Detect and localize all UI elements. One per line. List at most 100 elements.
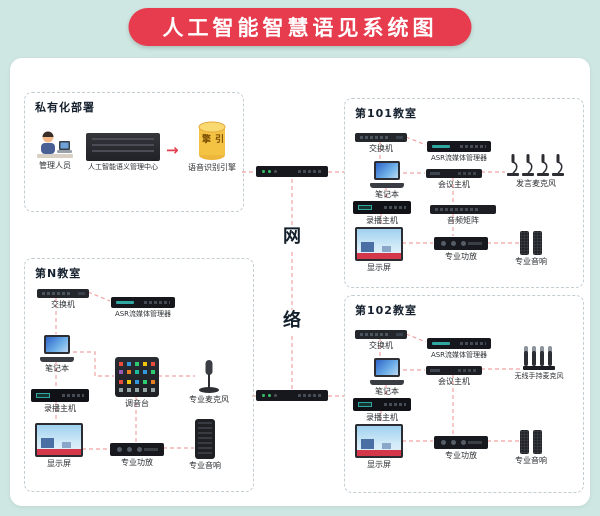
recorder-host-icon xyxy=(31,389,89,402)
room102-switch-label: 交换机 xyxy=(369,341,393,350)
desk-mic-icon xyxy=(199,360,219,393)
recorder-host-icon xyxy=(353,201,411,214)
handheld-mics-icon xyxy=(523,346,555,370)
asr-streamer-icon xyxy=(427,141,491,152)
display-screen-icon xyxy=(35,423,83,457)
roomN-amplifier: 专业功放 xyxy=(107,443,167,467)
audio-matrix-icon xyxy=(430,205,496,214)
room102-recorder: 录播主机 xyxy=(349,398,415,422)
ai-semantic-server: 人工智能语义管理中心 xyxy=(81,133,165,171)
room101-asr: ASR流媒体管理器 xyxy=(421,141,497,162)
speech-engine: 引擎 语音识别引擎 xyxy=(187,121,237,172)
switch-icon xyxy=(355,133,407,142)
speaker-pair-icon xyxy=(520,231,542,255)
admin-person-icon xyxy=(37,131,73,158)
roomN-pro-mic: 专业麦克风 xyxy=(183,359,235,404)
room102-amplifier-label: 专业功放 xyxy=(445,451,477,460)
admin-person: 管理人员 xyxy=(31,129,79,170)
speaker-pair-icon xyxy=(520,430,542,454)
switch-icon xyxy=(355,330,407,339)
roomN-display: 显示屏 xyxy=(33,423,85,468)
asr-streamer-icon xyxy=(111,297,175,308)
engine-badge: 引擎 xyxy=(200,134,223,144)
amplifier-icon xyxy=(434,436,488,449)
network-char-bottom: 络 xyxy=(283,310,301,331)
room101-recorder: 录播主机 xyxy=(349,201,415,225)
network-device-bottom xyxy=(256,390,328,401)
room102-recorder-label: 录播主机 xyxy=(366,413,398,422)
roomN-title: 第N教室 xyxy=(35,267,82,280)
arrow-right-icon: → xyxy=(166,141,179,159)
roomN-box: 第N教室 交换机 ASR流媒体管理器 笔记本 调音台 专业麦克风 xyxy=(24,258,254,492)
room102-wireless-mics-label: 无线手持麦克风 xyxy=(514,372,564,380)
roomN-asr: ASR流媒体管理器 xyxy=(105,297,181,318)
roomN-speaker: 专业音响 xyxy=(183,419,227,470)
room101-asr-label: ASR流媒体管理器 xyxy=(430,154,488,162)
room102-speaker: 专业音响 xyxy=(513,430,549,465)
admin-person-label: 管理人员 xyxy=(39,161,71,170)
network-device-top xyxy=(256,166,328,177)
gooseneck-mics-icon xyxy=(507,154,564,176)
roomN-laptop: 笔记本 xyxy=(33,335,81,373)
roomN-speaker-label: 专业音响 xyxy=(189,461,221,470)
room101-switch: 交换机 xyxy=(353,133,409,153)
room101-amplifier-label: 专业功放 xyxy=(445,252,477,261)
room102-amplifier: 专业功放 xyxy=(431,436,491,460)
engine-cylinder-icon: 引擎 xyxy=(198,121,226,161)
roomN-switch: 交换机 xyxy=(35,289,91,309)
router-top-icon xyxy=(256,166,328,177)
private-deployment-box: 私有化部署 管理人员 人工智能语义管理中心 → xyxy=(24,92,244,212)
room101-display-label: 显示屏 xyxy=(367,263,391,272)
room101-display: 显示屏 xyxy=(353,227,405,272)
switch-icon xyxy=(37,289,89,298)
room102-conference-host-label: 会议主机 xyxy=(438,377,470,386)
roomN-switch-label: 交换机 xyxy=(51,300,75,309)
main-panel xyxy=(10,58,590,506)
room101-speaker: 专业音响 xyxy=(513,231,549,266)
laptop-icon xyxy=(40,335,74,362)
roomN-amplifier-label: 专业功放 xyxy=(121,458,153,467)
room101-audio-matrix: 音频矩阵 xyxy=(427,205,499,225)
conference-host-icon xyxy=(426,366,482,375)
room101-conference-host-label: 会议主机 xyxy=(438,180,470,189)
server-rack-icon xyxy=(86,133,160,161)
room101-laptop-label: 笔记本 xyxy=(375,190,399,199)
page-title: 人工智能智慧语见系统图 xyxy=(162,16,438,40)
roomN-pro-mic-label: 专业麦克风 xyxy=(189,395,229,404)
room101-conference-host: 会议主机 xyxy=(423,169,485,189)
router-bottom-icon xyxy=(256,390,328,401)
amplifier-icon xyxy=(434,237,488,250)
room101-speech-mics: 发言麦克风 xyxy=(500,151,572,188)
room102-asr-label: ASR流媒体管理器 xyxy=(430,351,488,359)
speech-engine-label: 语音识别引擎 xyxy=(188,163,236,172)
room101-title: 第101教室 xyxy=(355,107,417,120)
room102-title: 第102教室 xyxy=(355,304,417,317)
room101-switch-label: 交换机 xyxy=(369,144,393,153)
room101-recorder-label: 录播主机 xyxy=(366,216,398,225)
room101-audio-matrix-label: 音频矩阵 xyxy=(447,216,479,225)
line-array-speaker-icon xyxy=(195,419,215,459)
room101-box: 第101教室 交换机 ASR流媒体管理器 笔记本 会议主机 xyxy=(344,98,584,288)
room101-laptop: 笔记本 xyxy=(363,161,411,199)
room102-wireless-mics: 无线手持麦克风 xyxy=(503,346,575,380)
room102-laptop-label: 笔记本 xyxy=(375,387,399,396)
room102-display: 显示屏 xyxy=(353,424,405,469)
private-deployment-title: 私有化部署 xyxy=(35,101,95,114)
conference-host-icon xyxy=(426,169,482,178)
roomN-display-label: 显示屏 xyxy=(47,459,71,468)
room102-asr: ASR流媒体管理器 xyxy=(421,338,497,359)
room102-laptop: 笔记本 xyxy=(363,358,411,396)
display-screen-icon xyxy=(355,424,403,458)
laptop-icon xyxy=(370,358,404,385)
roomN-asr-label: ASR流媒体管理器 xyxy=(114,310,172,318)
recorder-host-icon xyxy=(353,398,411,411)
roomN-mixer-label: 调音台 xyxy=(125,399,149,408)
room102-speaker-label: 专业音响 xyxy=(515,456,547,465)
asr-streamer-icon xyxy=(427,338,491,349)
roomN-laptop-label: 笔记本 xyxy=(45,364,69,373)
amplifier-icon xyxy=(110,443,164,456)
room102-display-label: 显示屏 xyxy=(367,460,391,469)
roomN-recorder: 录播主机 xyxy=(27,389,93,413)
roomN-mixer: 调音台 xyxy=(111,357,163,408)
